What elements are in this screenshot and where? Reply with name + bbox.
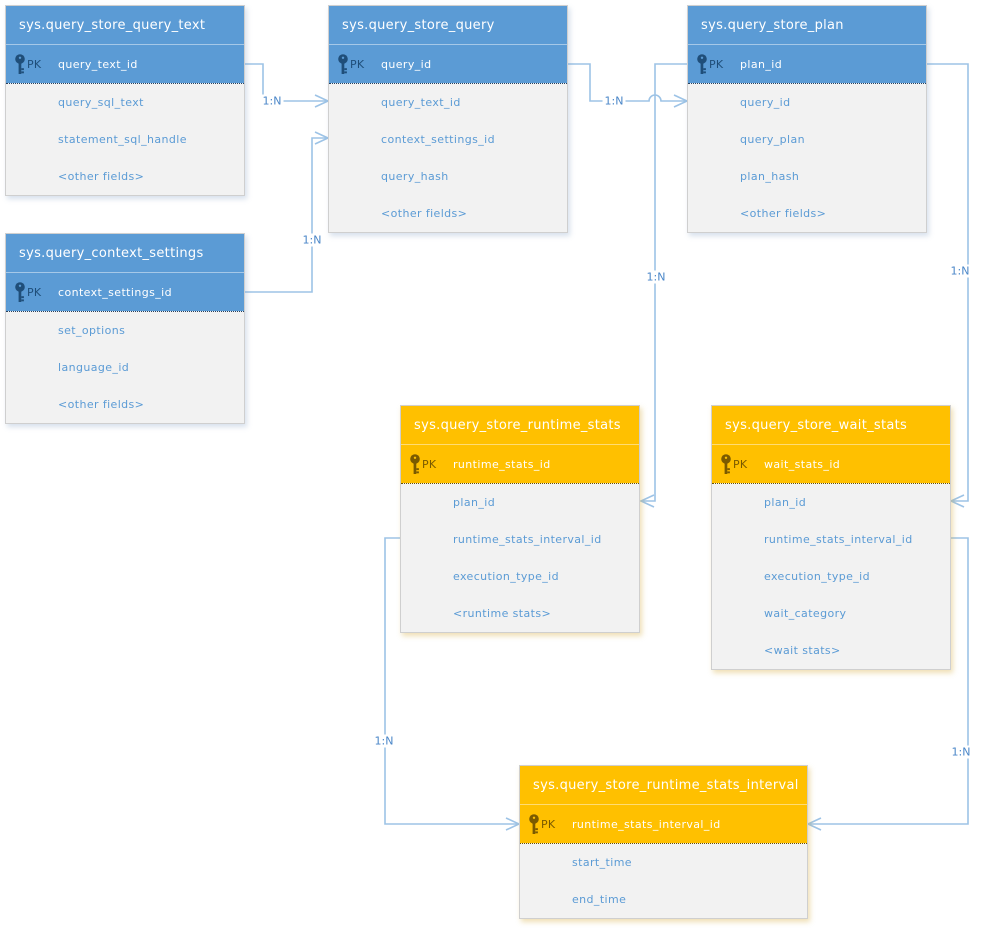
pk-field-name: plan_id [740,57,783,71]
field-row: <runtime stats> [453,607,552,620]
pk-tag: PK [350,57,365,71]
field-list: plan_id runtime_stats_interval_id execut… [712,483,950,669]
entity-query-store-plan: sys.query_store_plan PK plan_id query_id… [687,5,927,233]
pk-row: PK runtime_stats_id [401,445,639,483]
field-row: execution_type_id [764,570,871,583]
primary-key-icon [15,53,25,74]
table-title-text: sys.query_store_runtime_stats [414,417,621,433]
primary-key-icon [15,281,25,302]
table-title-text: sys.query_store_wait_stats [725,417,908,433]
table-title-text: sys.query_store_query [342,17,495,33]
cardinality-label: 1:N [949,745,973,759]
field-row: wait_category [764,607,847,620]
field-row: query_sql_text [58,96,144,109]
cardinality-label: 1:N [372,734,396,748]
cardinality-label: 1:N [948,264,972,278]
connector-plan-to-waitstats [927,63,969,502]
table-title-text: sys.query_context_settings [19,245,204,261]
pk-row: PK query_text_id [6,45,244,83]
primary-key-icon [410,453,420,474]
field-row: plan_id [764,496,807,509]
connector-querytext-to-query [245,63,328,102]
field-list: query_text_id context_settings_id query_… [329,83,567,232]
field-row: plan_id [453,496,496,509]
field-list: query_id query_plan plan_hash <other fie… [688,83,926,232]
pk-tag: PK [422,457,437,471]
pk-field-name: runtime_stats_id [453,457,551,471]
field-row: <other fields> [58,170,145,183]
table-title: sys.query_store_query_text [6,6,244,45]
entity-query-store-query: sys.query_store_query PK query_id query_… [328,5,568,233]
cardinality-label: 1:N [644,270,668,284]
field-list: start_time end_time [520,843,807,918]
connector-contextsettings-to-query [245,137,328,293]
entity-query-store-runtime-stats: sys.query_store_runtime_stats PK runtime… [400,405,640,633]
field-row: query_text_id [381,96,461,109]
field-row: end_time [572,893,627,906]
table-title: sys.query_store_runtime_stats_interval [520,766,807,805]
table-title-text: sys.query_store_plan [701,17,844,33]
field-row: context_settings_id [381,133,495,146]
table-title-text: sys.query_store_query_text [19,17,206,33]
primary-key-icon [338,53,348,74]
pk-tag: PK [709,57,724,71]
entity-query-store-query-text: sys.query_store_query_text PK query_text… [5,5,245,196]
field-list: set_options language_id <other fields> [6,311,244,423]
pk-row: PK context_settings_id [6,273,244,311]
connector-group [245,63,969,831]
pk-row: PK wait_stats_id [712,445,950,483]
table-title: sys.query_context_settings [6,234,244,273]
connector-waitstats-to-interval [808,537,969,825]
table-title: sys.query_store_query [329,6,567,45]
field-list: plan_id runtime_stats_interval_id execut… [401,483,639,632]
arrowhead-plan-to-runtimestats [639,494,655,508]
field-row: <wait stats> [764,644,841,657]
pk-tag: PK [541,817,556,831]
field-list: query_sql_text statement_sql_handle <oth… [6,83,244,195]
field-row: <other fields> [58,398,145,411]
field-row: plan_hash [740,170,800,183]
pk-field-name: query_id [381,57,432,71]
connector-runtimestats-to-interval [384,537,519,825]
table-title-text: sys.query_store_runtime_stats_interval [533,777,799,793]
field-row: statement_sql_handle [58,133,187,146]
field-row: runtime_stats_interval_id [453,533,602,546]
table-title: sys.query_store_runtime_stats [401,406,639,445]
cardinality-label: 1:N [602,94,626,108]
pk-field-name: query_text_id [58,57,138,71]
field-row: execution_type_id [453,570,560,583]
field-row: runtime_stats_interval_id [764,533,913,546]
table-title: sys.query_store_wait_stats [712,406,950,445]
entity-query-context-settings: sys.query_context_settings PK context_se… [5,233,245,424]
primary-key-icon [529,813,539,834]
cardinality-label: 1:N [260,94,284,108]
field-row: language_id [58,361,130,374]
table-title: sys.query_store_plan [688,6,926,45]
pk-field-name: context_settings_id [58,285,172,299]
arrowhead-plan-to-waitstats [949,494,965,508]
field-row: query_plan [740,133,806,146]
connector-query-to-plan [568,63,687,102]
entity-query-store-runtime-stats-interval: sys.query_store_runtime_stats_interval P… [519,765,808,919]
pk-tag: PK [27,285,42,299]
field-row: start_time [572,856,632,869]
pk-field-name: runtime_stats_interval_id [572,817,721,831]
pk-tag: PK [27,57,42,71]
field-row: set_options [58,324,126,337]
pk-row: PK runtime_stats_interval_id [520,805,807,843]
field-row: query_hash [381,170,449,183]
field-row: query_id [740,96,791,109]
field-row: <other fields> [740,207,827,220]
pk-tag: PK [733,457,748,471]
primary-key-icon [721,453,731,474]
primary-key-icon [697,53,707,74]
field-row: <other fields> [381,207,468,220]
pk-row: PK query_id [329,45,567,83]
entity-query-store-wait-stats: sys.query_store_wait_stats PK wait_stats… [711,405,951,670]
arrowhead-waitstats-to-interval [806,817,822,831]
pk-field-name: wait_stats_id [764,457,841,471]
cardinality-label: 1:N [300,233,324,247]
pk-row: PK plan_id [688,45,926,83]
